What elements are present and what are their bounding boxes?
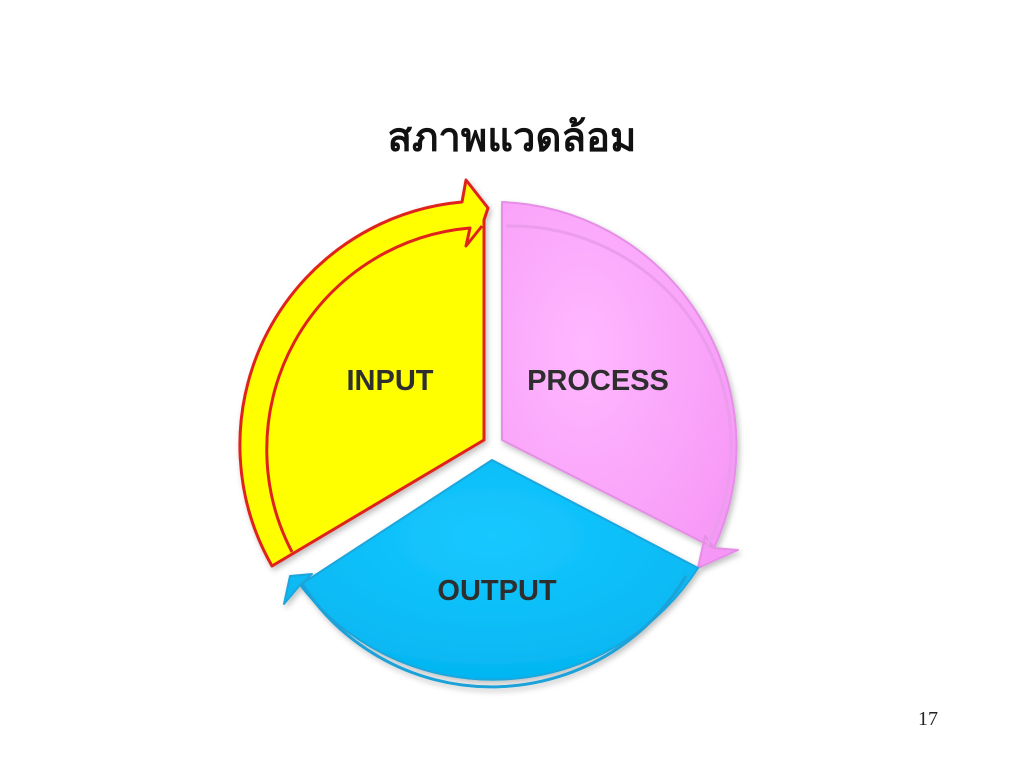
process-label: PROCESS <box>527 365 669 397</box>
input-label: INPUT <box>347 365 434 397</box>
output-arrow-icon <box>300 575 688 689</box>
slide-title: สภาพแวดล้อม <box>387 114 637 161</box>
input-segment-shape <box>238 178 490 568</box>
process-segment <box>501 201 739 569</box>
output-label: OUTPUT <box>437 575 557 607</box>
input-segment <box>238 178 490 568</box>
process-segment-shape <box>501 201 739 569</box>
page-number: 17 <box>918 708 938 730</box>
output-segment <box>283 459 699 689</box>
input-arrow-icon <box>265 225 484 553</box>
process-arrow-icon <box>505 224 733 549</box>
